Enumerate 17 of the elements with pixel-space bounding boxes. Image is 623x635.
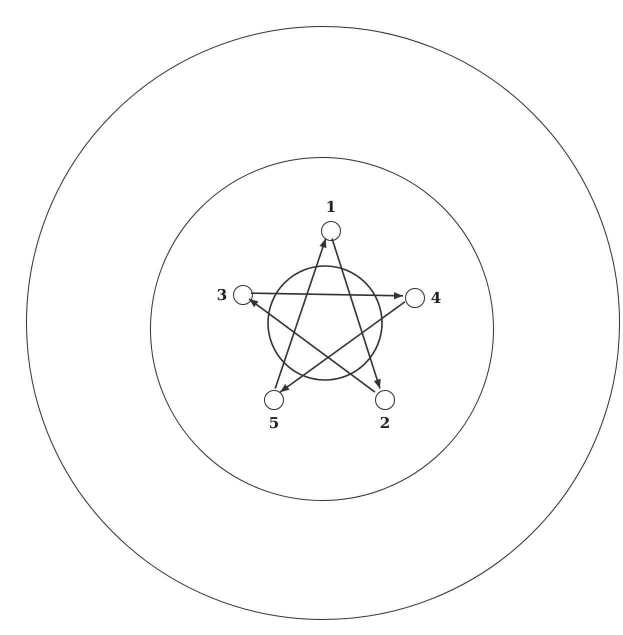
node-number: 2 [378, 415, 392, 431]
arrow [248, 298, 376, 393]
node-number: 5 [268, 415, 280, 431]
inner-circle [150, 157, 494, 501]
outer-circle [26, 26, 620, 620]
node-number: 4 [430, 290, 442, 306]
arrow [280, 301, 406, 393]
node-circle [375, 390, 395, 410]
node-circle [233, 285, 253, 305]
node-number: 1 [324, 199, 338, 215]
node-number: 3 [216, 287, 228, 303]
node-circle [405, 288, 425, 308]
arrow [250, 292, 404, 300]
arrow [331, 238, 381, 389]
arrow [274, 238, 327, 389]
node-circle [264, 390, 284, 410]
node-circle [321, 221, 341, 241]
